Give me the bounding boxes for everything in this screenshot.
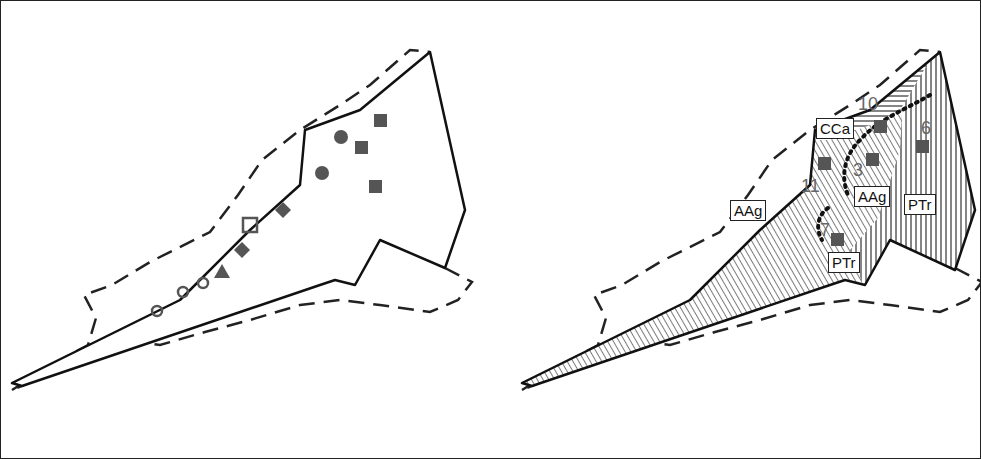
formation-code: PTr [832, 253, 856, 272]
formation-label-box: AAg [730, 200, 766, 221]
cca-hatch [812, 60, 930, 140]
sample-symbols [214, 114, 387, 278]
formation-label-box: PTr [828, 252, 860, 273]
left-panel [12, 50, 472, 390]
formation-code: PTr [908, 195, 932, 214]
sample-symbols [152, 218, 257, 316]
inner-boundary [12, 52, 465, 386]
inner-boundary [522, 52, 975, 386]
aag-hatch [500, 40, 981, 400]
right-panel [500, 40, 981, 400]
callout-number: 6 [921, 118, 931, 138]
callout-number: 10 [858, 94, 878, 114]
callout-number: 7 [820, 220, 830, 240]
formation-label-box: CCa [816, 118, 854, 139]
callout-number: 3 [853, 160, 863, 180]
formation-code: AAg [858, 187, 886, 206]
formation-code: CCa [820, 119, 850, 138]
zone-boundary [844, 95, 930, 195]
formation-code: AAg [734, 201, 762, 220]
formation-label-box: AAg [854, 186, 890, 207]
formation-label-box: PTr [904, 194, 936, 215]
callout-number: 11 [801, 176, 820, 196]
